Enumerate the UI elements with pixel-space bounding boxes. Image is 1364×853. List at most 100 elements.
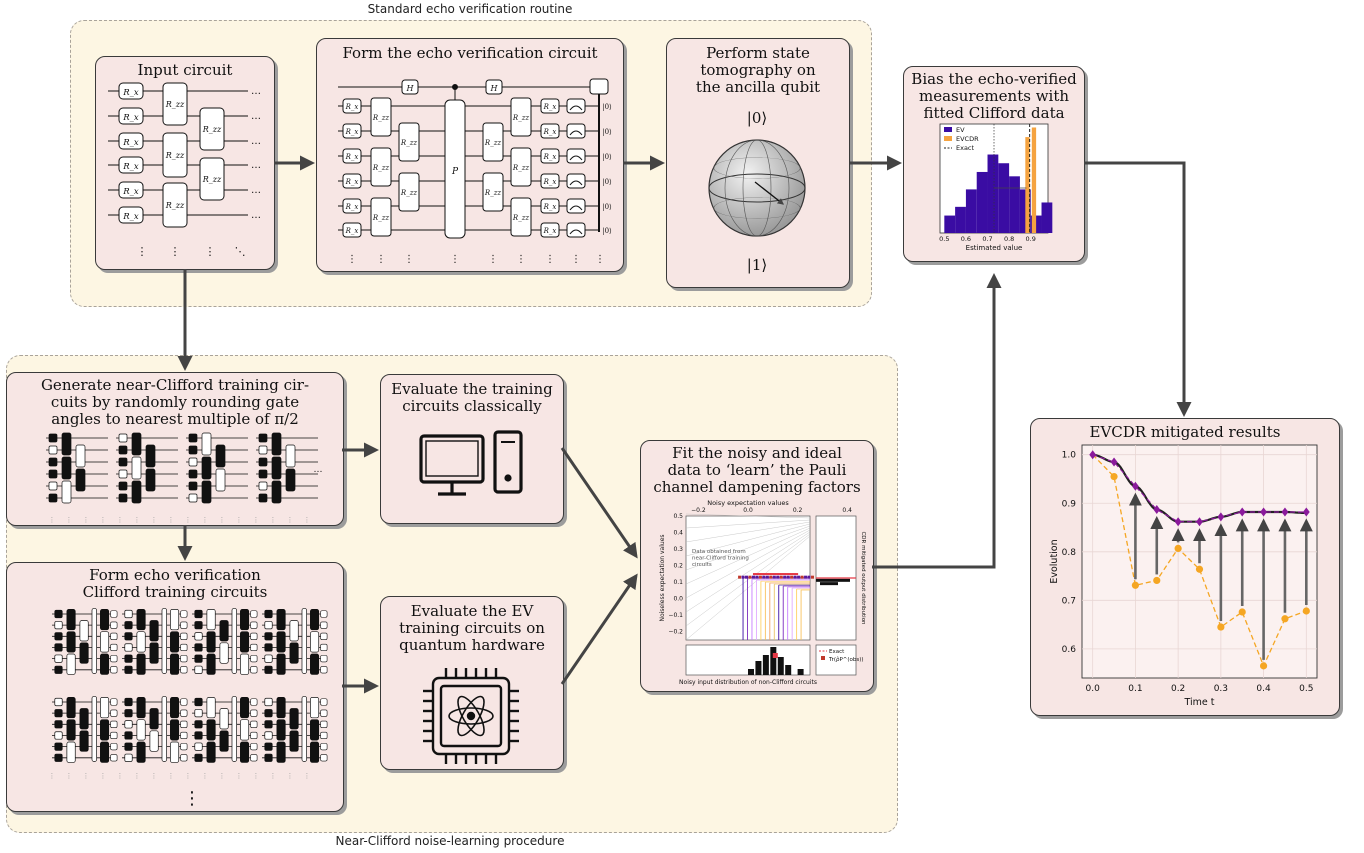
rzz-gate-block bbox=[206, 741, 216, 763]
measure-block bbox=[110, 655, 118, 663]
top-tick-label: 0.0 bbox=[743, 507, 753, 514]
training-point bbox=[776, 575, 780, 579]
hadamard-label: H bbox=[490, 84, 499, 93]
rx-gate-block bbox=[188, 481, 198, 491]
rx-gate bbox=[118, 82, 144, 100]
guide-line bbox=[685, 521, 811, 543]
rzz-gate-label: R_zz bbox=[202, 125, 222, 134]
rzz-gate-block bbox=[285, 468, 296, 492]
rzz-gate-block bbox=[61, 432, 72, 456]
pauli-gate-label: P bbox=[451, 167, 459, 177]
tick-label: 0.6 bbox=[961, 235, 971, 243]
measure-block bbox=[110, 754, 118, 762]
continuation-dots: ⋮ bbox=[219, 516, 226, 524]
rx-gate-block bbox=[124, 731, 133, 740]
rzz-gate-label: R_zz bbox=[400, 189, 417, 197]
noisy-point bbox=[1174, 544, 1182, 552]
training-point bbox=[755, 573, 759, 576]
continuation-dots: ⋮ bbox=[219, 772, 226, 780]
rzz-gate-block bbox=[289, 708, 299, 730]
rzz-dagger-label: R_zz bbox=[512, 114, 529, 122]
rzz-gate bbox=[370, 97, 392, 137]
training-point bbox=[738, 575, 742, 579]
training-point bbox=[790, 573, 794, 576]
measure-block bbox=[250, 754, 258, 762]
evaluate-ev-box: Evaluate the EV training circuits on qua… bbox=[380, 596, 564, 770]
measure-arc bbox=[569, 180, 583, 186]
legend-label: Tr(ρ̂P^(obs)) bbox=[828, 657, 864, 663]
y-tick-label: −0.2 bbox=[668, 629, 683, 636]
evaluate-classical-box: Evaluate the training circuits classical… bbox=[380, 374, 564, 524]
rx-dagger-gate bbox=[540, 148, 560, 164]
rx-gate bbox=[118, 132, 144, 150]
training-point bbox=[745, 575, 749, 579]
rzz-gate-block bbox=[100, 696, 110, 719]
training-point bbox=[755, 575, 759, 579]
rzz-gate-block bbox=[219, 642, 229, 664]
rx-gate-block bbox=[54, 609, 63, 619]
continuation-dots: ⋮ bbox=[205, 245, 216, 258]
rzz-gate bbox=[199, 157, 225, 201]
rx-gate-block bbox=[264, 632, 273, 641]
rzz-gate-block bbox=[219, 620, 229, 642]
training-point bbox=[807, 575, 811, 579]
continuation-dots: ⋮ bbox=[376, 254, 386, 265]
measure-block bbox=[250, 666, 258, 674]
rzz-gate-block bbox=[100, 719, 110, 741]
rx-gate-block bbox=[264, 643, 273, 652]
rzz-dagger-label: R_zz bbox=[512, 214, 529, 222]
rx-gate-block bbox=[124, 609, 133, 619]
rzz-gate-block bbox=[136, 631, 146, 653]
rzz-gate-block bbox=[145, 444, 156, 468]
continuation-dots: ⋮ bbox=[185, 772, 192, 780]
legend-label: EVCDR bbox=[956, 135, 979, 143]
rx-gate-block bbox=[54, 632, 63, 641]
measure-block bbox=[180, 698, 188, 706]
rzz-dagger-label: R_zz bbox=[484, 189, 501, 197]
measure-arc bbox=[569, 229, 583, 235]
rzz-gate-block bbox=[271, 456, 282, 480]
noisy-point bbox=[1259, 662, 1268, 670]
input-hist-bar bbox=[777, 657, 784, 675]
rx-gate-block bbox=[264, 753, 273, 762]
wire-ellipsis: … bbox=[251, 86, 261, 97]
y-tick-label: 0.2 bbox=[673, 563, 683, 570]
measure-block bbox=[110, 709, 118, 717]
rx-gate-block bbox=[118, 445, 128, 455]
input-circuit-title: Input circuit bbox=[137, 61, 233, 79]
training-point bbox=[793, 575, 797, 579]
continuation-dots: ⋮ bbox=[151, 772, 158, 780]
mitigated-point bbox=[1302, 507, 1310, 517]
x-tick-label: 0.1 bbox=[1128, 684, 1142, 694]
rzz-gate-block bbox=[79, 642, 89, 664]
x-tick-label: 0.2 bbox=[1171, 684, 1185, 694]
measure-block bbox=[250, 643, 258, 652]
evcdr-bar bbox=[1025, 137, 1030, 233]
hadamard-gate bbox=[401, 79, 419, 95]
rzz-gate-block bbox=[136, 653, 146, 675]
rx-gate-block bbox=[48, 445, 58, 455]
training-point bbox=[762, 573, 766, 576]
measure-block bbox=[250, 610, 258, 618]
rx-gate-block bbox=[194, 654, 203, 663]
rzz-gate-block bbox=[271, 432, 282, 456]
training-point bbox=[760, 573, 764, 576]
svg-text:|0⟩: |0⟩ bbox=[747, 109, 767, 127]
rx-gate-block bbox=[54, 720, 63, 729]
standard-routine-label: Standard echo verification routine bbox=[367, 2, 573, 16]
ev-bar bbox=[987, 154, 999, 233]
rzz-gate-block bbox=[276, 696, 286, 719]
training-point bbox=[795, 573, 799, 576]
rx-gate-block bbox=[54, 665, 63, 674]
rx-gate-block bbox=[124, 753, 133, 762]
rx-gate-block bbox=[188, 445, 198, 455]
continuation-dots: ⋮ bbox=[100, 516, 107, 524]
rzz-gate-block bbox=[100, 653, 110, 675]
rzz-gate-block bbox=[201, 432, 212, 456]
ev-bar bbox=[965, 189, 977, 233]
guide-line bbox=[685, 523, 811, 557]
rx-dagger-label: R_x bbox=[543, 203, 557, 211]
rzz-gate-block bbox=[240, 741, 250, 763]
rx-gate-block bbox=[124, 720, 133, 729]
rzz-gate-block bbox=[285, 444, 296, 468]
